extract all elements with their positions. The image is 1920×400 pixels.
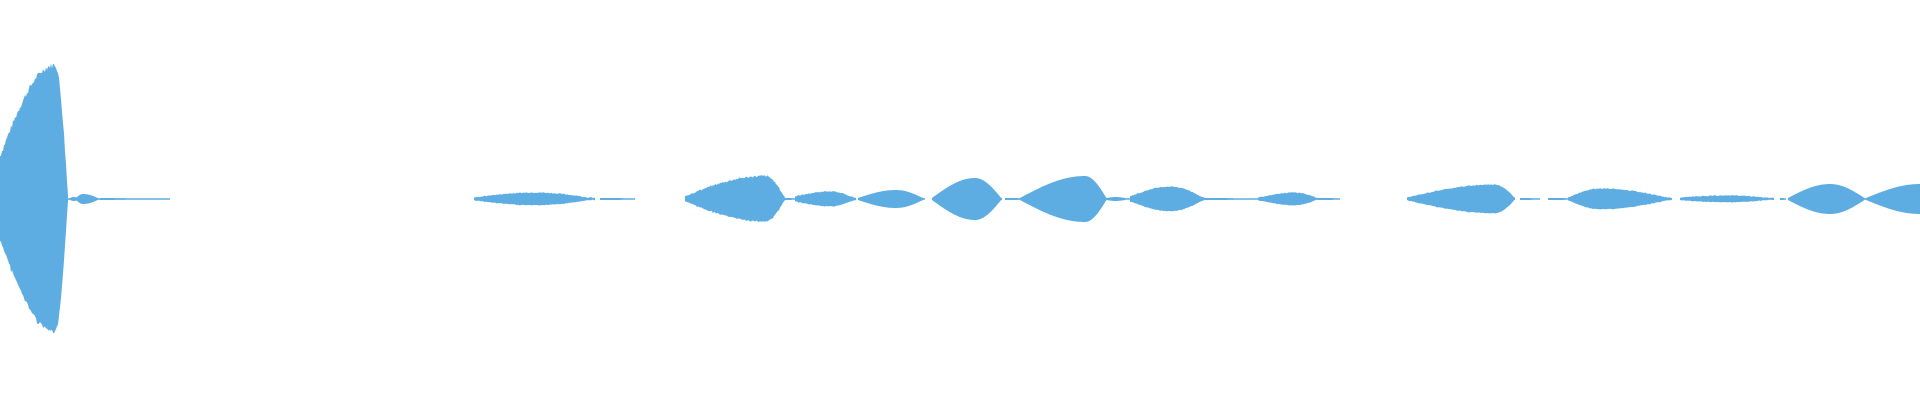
waveform-segment [75,194,100,204]
waveform-segment [1788,184,1866,214]
waveform-segment [1520,198,1540,200]
waveform-segment [1407,184,1515,214]
waveform-segment [1107,197,1130,201]
waveform-segment [1866,184,1920,214]
waveform-segment [1205,198,1258,200]
waveform-segment [858,190,925,208]
waveform-segment [785,198,795,200]
waveform-segment [100,198,170,200]
waveform-segment [1318,198,1340,200]
waveform-segment [1258,192,1318,206]
waveform-segment [1780,198,1786,200]
waveform-segment [795,191,856,207]
waveform-segment [474,192,595,206]
waveform-segment [1130,186,1205,212]
waveform-segment [685,175,785,222]
waveform-segments [0,63,1920,334]
waveform-segment [1680,195,1774,203]
waveform-segment [932,178,1002,220]
waveform-segment [0,63,68,334]
waveform-segment [600,198,635,200]
waveform-segment [1568,188,1672,210]
waveform-segment [1020,176,1107,222]
